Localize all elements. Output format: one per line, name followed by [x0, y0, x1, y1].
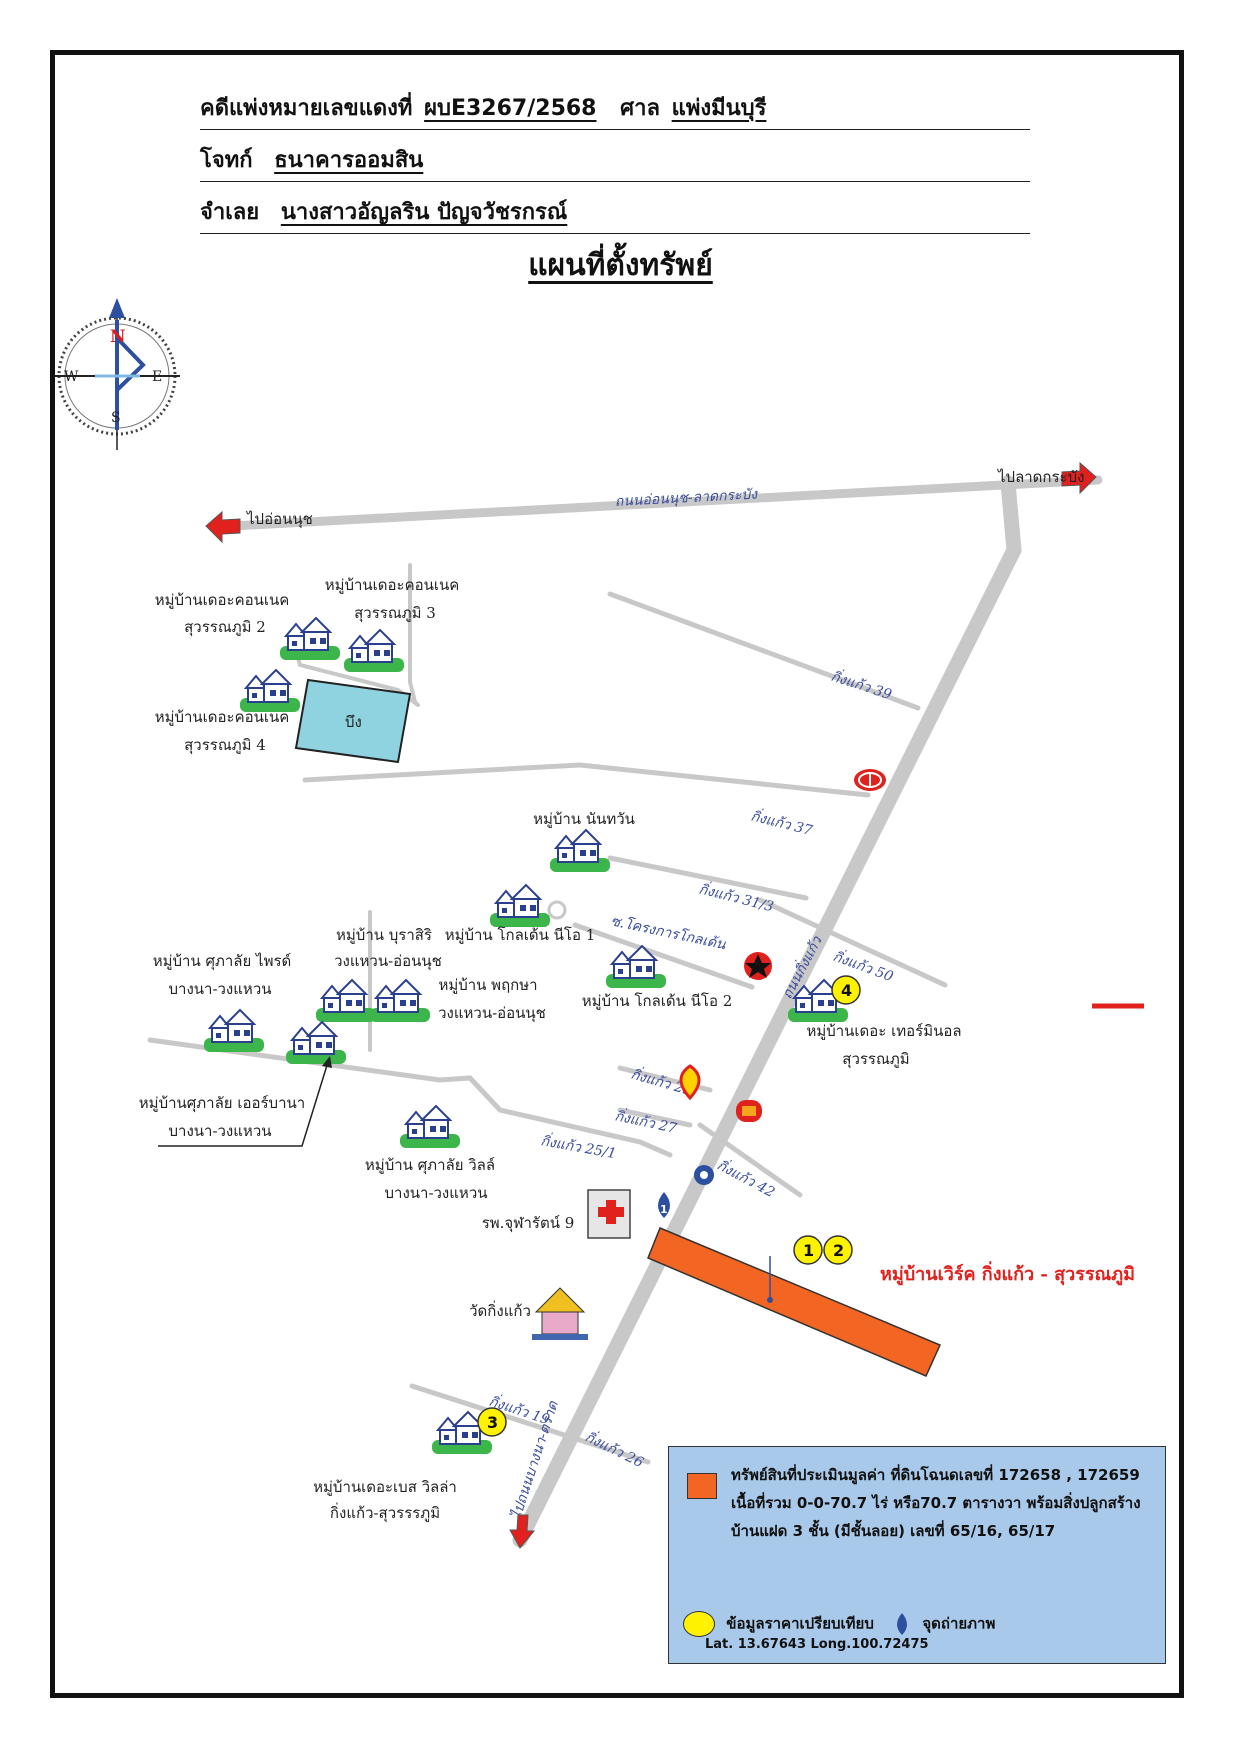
case-prefix: คดีแพ่งหมายเลขแดงที่ — [200, 96, 413, 121]
place-burasiri-name: หมู่บ้าน บุราสิริ — [336, 926, 432, 945]
shell-station-icon — [679, 1064, 701, 1101]
house-icon — [279, 617, 341, 661]
place-connect4-sub: สุวรรณภูมิ 4 — [184, 736, 266, 755]
place-temple: วัดกิ่งแก้ว — [469, 1300, 531, 1320]
pttor-station-icon — [694, 1165, 714, 1185]
marker-2-number: 2 — [833, 1241, 844, 1260]
case-number: ผบE3267/2568 — [424, 96, 597, 121]
defendant-label: จำเลย — [200, 200, 260, 225]
arrow-to-bangna-icon — [509, 1514, 536, 1549]
court-label: ศาล — [620, 96, 660, 121]
photo-drop-icon — [897, 1613, 908, 1635]
place-supalai-pride-name: หมู่บ้าน ศุภาลัย ไพรด์ — [153, 952, 292, 971]
case-header: คดีแพ่งหมายเลขแดงที่ ผบE3267/2568 ศาล แพ… — [200, 90, 1030, 246]
document-frame — [50, 50, 1184, 1698]
place-supalai-urbana-name: หมู่บ้านศุภาลัย เออร์บานา — [139, 1094, 305, 1113]
plaintiff-label: โจทก์ — [200, 148, 253, 173]
place-connect3-name: หมู่บ้านเดอะคอนเนค — [325, 576, 460, 594]
hospital-icon — [587, 1189, 631, 1239]
subject-property — [647, 1227, 942, 1377]
pond: บึง — [294, 678, 412, 764]
legend-comparison-label: ข้อมูลราคาเปรียบเทียบ — [726, 1614, 874, 1633]
legend-property-text: ทรัพย์สินที่ประเมินมูลค่า ที่ดินโฉนดเลขท… — [731, 1466, 1141, 1540]
case-number-line: คดีแพ่งหมายเลขแดงที่ ผบE3267/2568 ศาล แพ… — [200, 90, 1030, 142]
place-supalai-ville-sub: บางนา-วงแหวน — [385, 1184, 488, 1202]
comparison-circle-icon — [683, 1611, 715, 1637]
place-pruksa-name: หมู่บ้าน พฤกษา — [438, 976, 537, 994]
comparison-marker: 2 — [823, 1235, 853, 1265]
house-icon — [369, 979, 431, 1023]
soi-37-label: กิ่งแก้ว 37 — [749, 805, 815, 839]
house-icon — [315, 979, 377, 1023]
house-icon — [239, 669, 301, 713]
compass-s: S — [111, 410, 121, 426]
soi-27-label: กิ่งแก้ว 27 — [613, 1105, 679, 1137]
pond-label: บึง — [345, 713, 362, 731]
place-supalai-ville-name: หมู่บ้าน ศุภาลัย วิลล์ — [365, 1156, 495, 1175]
house-icon — [343, 629, 405, 673]
soi-golden-project-label: ซ.โครงการโกลเด้น — [609, 912, 727, 953]
place-terminal-sub: สุวรรณภูมิ — [842, 1050, 909, 1069]
house-icon — [399, 1105, 461, 1149]
place-golden-neo1: หมู่บ้าน โกลเด้น นีโอ 1 — [445, 926, 596, 944]
place-terminal-name: หมู่บ้านเดอะ เทอร์มินอล — [806, 1022, 961, 1040]
toyota-logo-icon — [854, 769, 886, 791]
roads — [147, 475, 1103, 1548]
legend-symbols-row: ข้อมูลราคาเปรียบเทียบ จุดถ่ายภาพ — [683, 1611, 995, 1637]
photo-point-number: 1 — [660, 1203, 668, 1216]
place-best-villa-name: หมู่บ้านเดอะเบส วิลล่า — [313, 1478, 457, 1496]
place-golden-neo2: หมู่บ้าน โกลเด้น นีโอ 2 — [582, 992, 733, 1010]
place-connect4-name: หมู่บ้านเดอะคอนเนค — [155, 708, 290, 726]
soi-42-label: กิ่งแก้ว 42 — [714, 1155, 779, 1201]
comparison-marker: 3 — [477, 1407, 507, 1437]
place-supalai-urbana-sub: บางนา-วงแหวน — [169, 1122, 272, 1140]
map-title: แผนที่ตั้งทรัพย์ — [528, 248, 713, 283]
place-burasiri-sub: วงแหวน-อ่อนนุช — [334, 952, 442, 971]
comparison-marker: 1 — [793, 1235, 823, 1265]
defendant-line: จำเลย นางสาวอัญลริน ปัญจวัชรกรณ์ — [200, 194, 1030, 246]
plaintiff-line: โจทก์ ธนาคารออมสิน — [200, 142, 1030, 194]
map-legend: ทรัพย์สินที่ประเมินมูลค่า ที่ดินโฉนดเลขท… — [668, 1446, 1166, 1664]
house-icon — [489, 884, 551, 928]
subject-swatch — [687, 1473, 717, 1499]
court-name: แพ่งมีนบุรี — [671, 96, 767, 121]
legend-photo-label: จุดถ่ายภาพ — [922, 1614, 996, 1633]
main-road-label: ถนนอ่อนนุช-ลาดกระบัง — [614, 486, 758, 510]
soi-26-label: กิ่งแก้ว 26 — [582, 1427, 647, 1472]
marker-3-number: 3 — [487, 1413, 498, 1432]
arrow-to-onnut-icon — [205, 510, 241, 544]
place-best-villa-sub: กิ่งแก้ว-สุวรรรภูมิ — [330, 1502, 440, 1523]
subject-property-label: หมู่บ้านเวิร์ค กิ่งแก้ว - สุวรรณภูมิ — [880, 1261, 1135, 1286]
compass-n: N — [110, 327, 126, 347]
place-nantawan: หมู่บ้าน นันทวัน — [533, 810, 635, 828]
place-connect3-sub: สุวรรณภูมิ 3 — [354, 604, 436, 623]
temple-icon — [532, 1287, 588, 1340]
to-ladkrabang-label: ไปลาดกระบัง — [997, 468, 1084, 486]
house-icon — [203, 1009, 265, 1053]
to-onnut-label: ไปอ่อนนุช — [246, 510, 313, 529]
photo-point-icon: 1 — [658, 1192, 670, 1218]
house-icon — [549, 829, 611, 873]
place-connect2-sub: สุวรรณภูมิ 2 — [184, 618, 266, 637]
comparison-marker: 4 — [831, 975, 861, 1005]
defendant-name: นางสาวอัญลริน ปัญจวัชรกรณ์ — [280, 200, 568, 225]
urbana-callout — [158, 1056, 332, 1147]
place-connect2-name: หมู่บ้านเดอะคอนเนค — [155, 591, 290, 609]
marker-1-number: 1 — [803, 1241, 814, 1260]
bangchak-station-icon — [736, 1100, 762, 1122]
arrow-to-ladkrabang-icon — [1061, 461, 1097, 495]
place-pruksa-sub: วงแหวน-อ่อนนุช — [438, 1004, 546, 1023]
legend-coordinates: Lat. 13.67643 Long.100.72475 — [705, 1637, 929, 1652]
marker-4-number: 4 — [841, 981, 852, 1000]
compass-e: E — [152, 369, 162, 385]
soi-39-label: กิ่งแก้ว 39 — [829, 666, 895, 704]
compass-icon: N S E W — [55, 298, 180, 450]
star-station-icon — [744, 952, 772, 980]
place-hospital: รพ.จุฬารัตน์ 9 — [482, 1214, 575, 1233]
compass-w: W — [64, 369, 79, 385]
place-supalai-pride-sub: บางนา-วงแหวน — [169, 980, 272, 998]
plaintiff-name: ธนาคารออมสิน — [274, 148, 424, 173]
house-icon — [285, 1021, 347, 1065]
